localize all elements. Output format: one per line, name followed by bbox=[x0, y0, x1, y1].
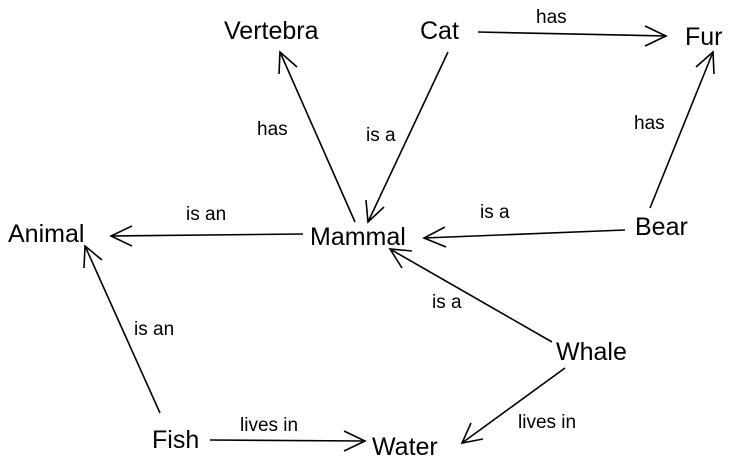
edge-label-bear-mammal: is a bbox=[480, 202, 510, 223]
node-fur: Fur bbox=[685, 23, 723, 51]
edge-mammal-is-an-animal bbox=[109, 225, 304, 247]
node-water: Water bbox=[372, 433, 438, 461]
arrowhead bbox=[422, 226, 447, 248]
edge-label-fish-water: lives in bbox=[240, 415, 298, 436]
edge-fish-is-an-animal bbox=[83, 244, 161, 414]
edge-label-cat-fur: has bbox=[536, 7, 567, 28]
edge-label-whale-mammal: is a bbox=[432, 292, 462, 313]
node-whale: Whale bbox=[556, 338, 627, 366]
edge-bear-has-fur bbox=[649, 50, 715, 209]
edge-label-mammal-animal: is an bbox=[186, 204, 226, 225]
edge-fish-lives-in-water bbox=[209, 430, 367, 452]
arrowhead bbox=[83, 244, 103, 269]
arrowhead bbox=[644, 25, 668, 47]
edge-cat-has-fur bbox=[477, 25, 668, 47]
node-mammal: Mammal bbox=[310, 223, 406, 251]
arrowhead bbox=[343, 430, 367, 452]
arrowhead bbox=[388, 248, 413, 269]
edge-cat-is-a-mammal bbox=[365, 51, 449, 224]
node-fish: Fish bbox=[152, 426, 199, 454]
edge-bear-is-a-mammal bbox=[422, 226, 626, 248]
edge-label-mammal-vertebra: has bbox=[257, 119, 288, 140]
node-animal: Animal bbox=[8, 220, 84, 248]
edge-label-fish-animal: is an bbox=[134, 319, 174, 340]
node-bear: Bear bbox=[635, 213, 688, 241]
node-cat: Cat bbox=[420, 17, 459, 45]
arrowhead bbox=[695, 50, 715, 75]
arrowhead bbox=[365, 199, 385, 224]
arrowhead bbox=[109, 225, 133, 247]
edge-whale-is-a-mammal bbox=[388, 248, 553, 343]
edge-whale-lives-in-water bbox=[460, 367, 566, 445]
edge-label-whale-water: lives in bbox=[518, 412, 576, 433]
edge-label-cat-mammal: is a bbox=[366, 125, 396, 146]
node-vertebra: Vertebra bbox=[224, 17, 319, 45]
edge-mammal-has-vertebra bbox=[278, 50, 356, 223]
arrowhead bbox=[460, 422, 484, 445]
arrowhead bbox=[278, 50, 298, 75]
edge-label-bear-fur: has bbox=[634, 113, 665, 134]
